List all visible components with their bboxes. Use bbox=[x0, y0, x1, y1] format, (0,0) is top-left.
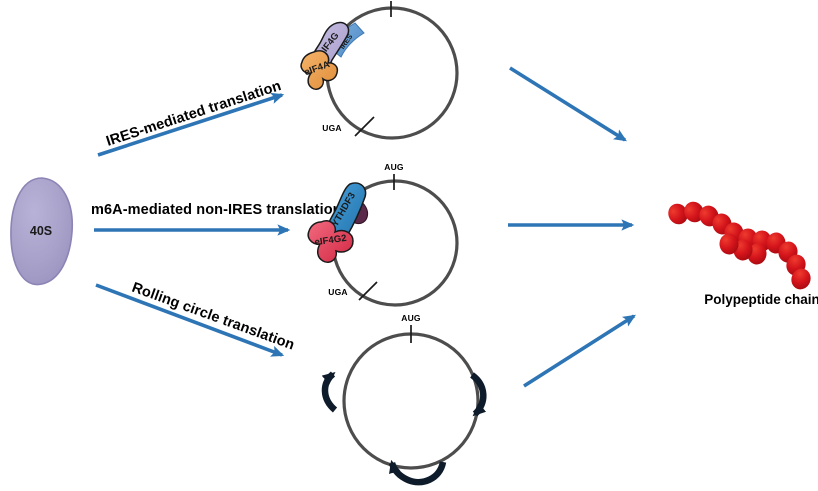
circle-ires-uga-label: UGA bbox=[322, 123, 342, 133]
output-arrow-top-line bbox=[509, 66, 627, 142]
circle-ires-uga-tick bbox=[354, 116, 375, 137]
polypeptide-chain: Polypeptide chain bbox=[668, 201, 818, 307]
pathway-arrow-rolling-line bbox=[95, 283, 285, 357]
pathway-arrow-m6a: m6A-mediated non-IRES translation bbox=[91, 202, 342, 236]
circle-rolling-rna bbox=[342, 332, 480, 470]
polypeptide-bead bbox=[791, 268, 811, 290]
output-arrow-top bbox=[509, 66, 627, 142]
rotation-arrow-left bbox=[321, 371, 338, 413]
eif4g2-shape bbox=[307, 220, 354, 263]
circle-rolling-aug-label: AUG bbox=[401, 313, 421, 323]
polypeptide-bead bbox=[668, 203, 688, 225]
eif4g2-protein: eIF4G2 bbox=[307, 220, 354, 263]
rotation-arrow-bottom bbox=[388, 459, 447, 486]
eif4g2-label: eIF4G2 bbox=[314, 233, 348, 248]
eif4a-shape bbox=[300, 50, 339, 91]
polypeptide-bead bbox=[719, 233, 739, 255]
output-arrow-bottom-line bbox=[523, 314, 636, 388]
output-arrow-bottom bbox=[523, 314, 636, 388]
circle-m6a-uga-label: UGA bbox=[328, 287, 348, 297]
polypeptide-chain-label: Polypeptide chain bbox=[704, 292, 818, 307]
pathway-arrow-rolling: Rolling circle translation bbox=[95, 280, 297, 357]
eif4a-protein: eIF4A bbox=[300, 50, 339, 91]
pathway-label-ires: IRES-mediated translation bbox=[104, 78, 283, 150]
pathway-label-m6a: m6A-mediated non-IRES translation bbox=[91, 202, 342, 218]
pathway-arrow-ires: IRES-mediated translation bbox=[97, 78, 285, 157]
rotation-arrow-right bbox=[469, 372, 487, 417]
circle-m6a-group: AUG UGA m6A YTHDF3 eIF4G2 bbox=[307, 162, 459, 307]
pathway-arrow-ires-line bbox=[97, 92, 285, 157]
ribosome-40s-subunit: 40S bbox=[10, 177, 74, 286]
pathway-label-rolling: Rolling circle translation bbox=[130, 280, 297, 354]
circle-m6a-uga-tick bbox=[358, 281, 378, 301]
circle-rolling-group: AUG bbox=[321, 313, 487, 486]
circle-m6a-aug-label: AUG bbox=[384, 162, 404, 172]
ribosome-40s-shape bbox=[10, 177, 74, 286]
polypeptide-bead bbox=[684, 201, 704, 223]
circle-ires-group: AUG UGA IRES eIF4G eIF4A bbox=[300, 1, 459, 140]
ribosome-40s-label: 40S bbox=[30, 224, 52, 238]
